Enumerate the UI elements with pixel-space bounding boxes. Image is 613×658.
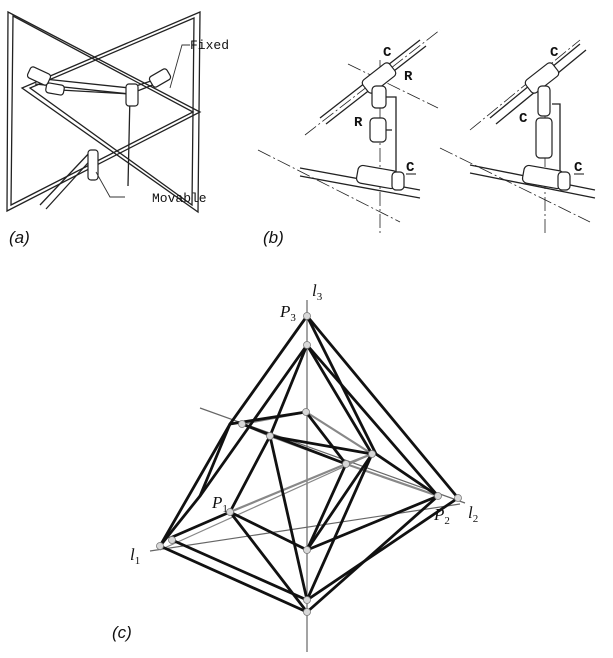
axis-label-l1: l1 <box>130 545 140 567</box>
left-joint-label: R <box>354 115 363 131</box>
movable-label: Movable <box>152 191 207 206</box>
panel-a-label: (a) <box>9 228 30 247</box>
axis-label-l3: l3 <box>312 281 323 303</box>
right-joint-label: C <box>519 111 528 127</box>
right-joint-label: C <box>550 45 559 61</box>
panel-c-label: (c) <box>112 623 132 642</box>
point-label-p2: P2 <box>433 505 450 527</box>
axis-label-l2: l2 <box>468 503 478 525</box>
left-joint-label: C <box>383 45 392 61</box>
left-joint-label: C <box>406 160 415 176</box>
panel-a-linkage-drawing <box>6 10 202 214</box>
left-joint-label: R <box>404 69 413 85</box>
fixed-label: Fixed <box>190 38 229 53</box>
axis-l1-l2-line <box>149 503 461 552</box>
panel-b-joint-drawings <box>257 29 596 235</box>
panel-b-label: (b) <box>263 228 284 247</box>
panel-c-linkage <box>149 300 466 652</box>
right-joint-label: C <box>574 160 583 176</box>
axis-l1 <box>159 453 373 551</box>
point-label-p3: P3 <box>279 302 296 324</box>
point-label-p1: P1 <box>211 493 228 515</box>
